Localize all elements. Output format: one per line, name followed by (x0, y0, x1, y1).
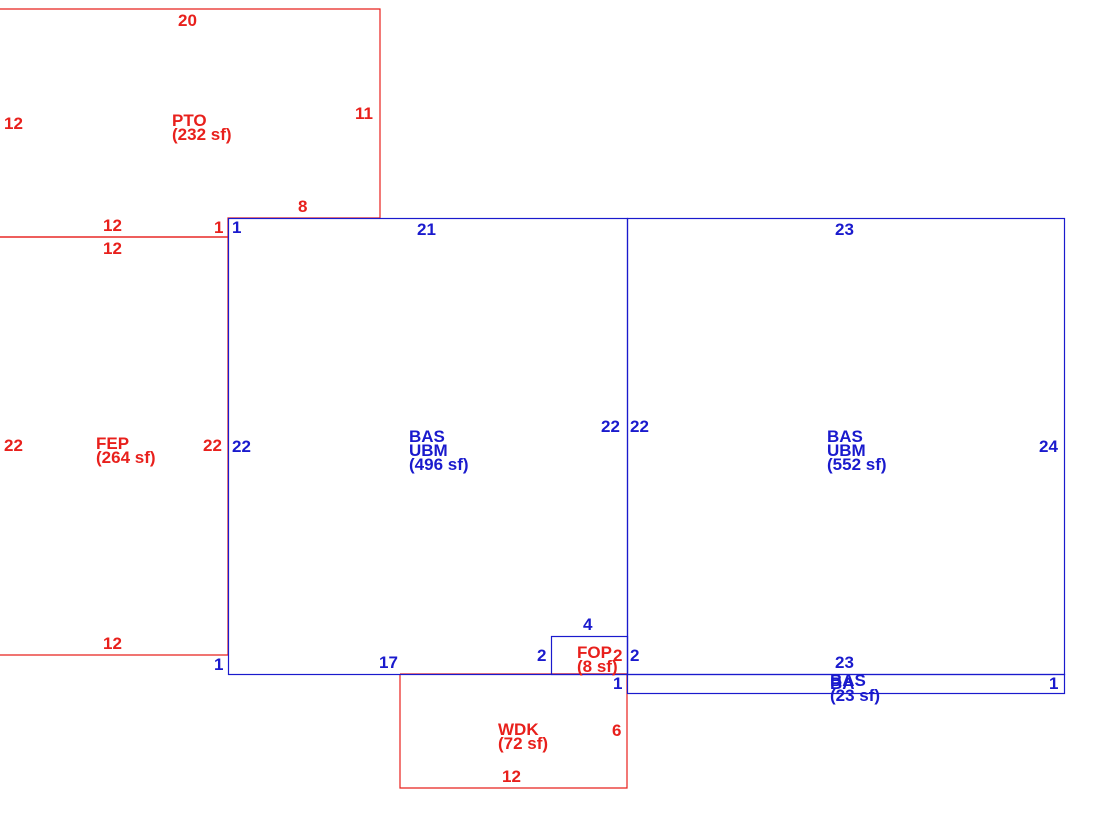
bas-right-area: (552 sf) (827, 455, 887, 474)
bas-left-dim-left: 22 (232, 437, 251, 456)
bas-small-area: (23 sf) (830, 686, 880, 705)
fep-dim-right: 22 (203, 436, 222, 455)
bas-right-dim-right: 24 (1039, 437, 1058, 456)
fop-dim-right-blue: 2 (630, 646, 639, 665)
fop-area: (8 sf) (577, 657, 618, 676)
bas-left-dim-corner-top: 1 (232, 218, 241, 237)
bas-right-label: BAS (827, 427, 863, 446)
bas-right-sub: UBM (827, 441, 866, 460)
bas-left-dim-corner-bottom: 1 (214, 655, 223, 674)
wdk-area: (72 sf) (498, 734, 548, 753)
fop-dim-top: 4 (583, 615, 593, 634)
pto-dim-bottom-left: 12 (103, 216, 122, 235)
bas-small-outline (626, 673, 1066, 695)
pto-dim-left: 12 (4, 114, 23, 133)
fep-label: FEP (96, 434, 129, 453)
bas-left-dim-right: 22 (601, 417, 620, 436)
bas-right-dim-top: 23 (835, 220, 854, 239)
bas-right-dim-left: 22 (630, 417, 649, 436)
pto-dim-step: 1 (214, 218, 223, 237)
pto-dim-top: 20 (178, 11, 197, 30)
fop-dim-right-red: 2 (613, 646, 622, 665)
fep-dim-top: 12 (103, 239, 122, 258)
bas-small-dim-right: 1 (1049, 674, 1058, 693)
fop-outline (550, 635, 629, 676)
pto-area: (232 sf) (172, 125, 232, 144)
pto-label: PTO (172, 111, 207, 130)
bas-left-area: (496 sf) (409, 455, 469, 474)
fep-area: (264 sf) (96, 448, 156, 467)
fop-dim-left: 2 (537, 646, 546, 665)
bas-small-sub: BA (830, 674, 855, 693)
bas-left-dim-top: 21 (417, 220, 436, 239)
fep-dim-left: 22 (4, 436, 23, 455)
pto-dim-right: 11 (355, 104, 373, 123)
fep-dim-bottom: 12 (103, 634, 122, 653)
bas-left-label: BAS (409, 427, 445, 446)
bas-small-dim-left: 1 (613, 674, 622, 693)
wdk-dim-right: 6 (612, 721, 621, 740)
pto-dim-bottom-right: 8 (298, 197, 307, 216)
fop-label: FOP (577, 643, 612, 662)
bas-left-sub: UBM (409, 441, 448, 460)
bas-left-dim-bottom: 17 (379, 653, 398, 672)
bas-right-dim-bottom: 23 (835, 653, 854, 672)
wdk-dim-bottom: 12 (502, 767, 521, 786)
bas-small-label: BAS (830, 671, 866, 690)
wdk-label: WDK (498, 720, 539, 739)
